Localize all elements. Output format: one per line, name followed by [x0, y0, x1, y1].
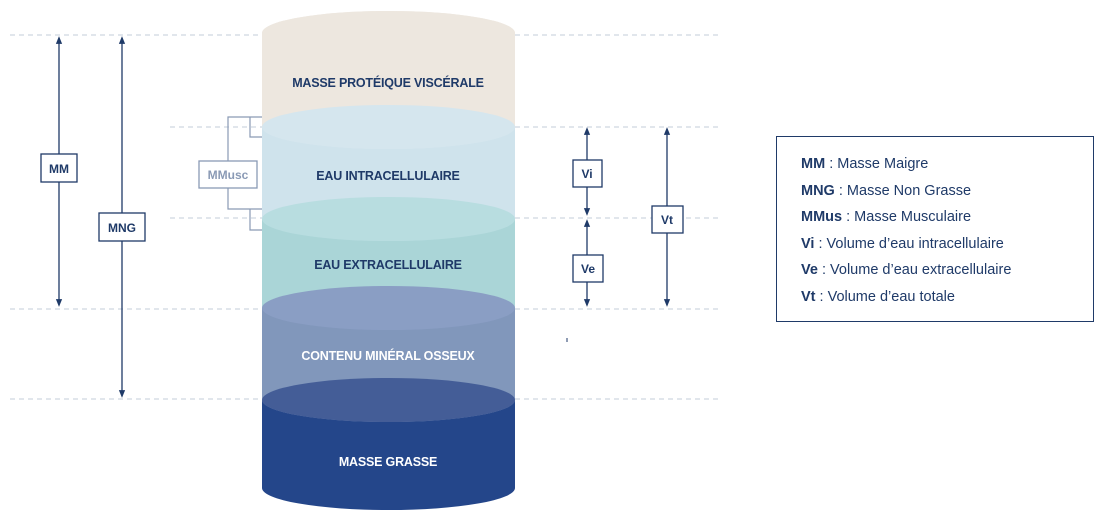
legend-box: MM : Masse Maigre MNG : Masse Non Grasse…	[776, 136, 1094, 322]
legend-item: MNG : Masse Non Grasse	[801, 178, 1093, 205]
ve-label-box	[572, 254, 604, 283]
legend-abbr: MM	[801, 156, 826, 172]
legend-abbr: Vi	[801, 235, 815, 252]
layer-label-bone: CONTENU MINÉRAL OSSEUX	[301, 348, 475, 363]
layer-label-ecw: EAU EXTRACELLULAIRE	[314, 258, 462, 272]
legend-text: : Masse Musculaire	[842, 209, 972, 225]
mng-label: MNG	[108, 221, 136, 235]
legend-item: MM : Masse Maigre	[801, 151, 1093, 178]
legend-text: : Masse Maigre	[825, 156, 929, 172]
layer-bone-ellipse	[262, 286, 515, 330]
mng-label-box	[98, 212, 146, 242]
legend-text: : Volume d’eau extracellulaire	[817, 262, 1012, 278]
legend-text: : Volume d’eau totale	[815, 288, 955, 305]
vt-dimension: Vt	[651, 127, 684, 307]
legend-item: Vi : Volume d’eau intracellulaire	[801, 231, 1093, 258]
layer-icw-ellipse	[262, 105, 515, 149]
layer-fat	[262, 400, 515, 510]
mm-label-box	[40, 153, 78, 183]
legend-abbr: Ve	[801, 262, 818, 278]
vt-label-box	[651, 205, 684, 234]
legend-item: Ve : Volume d’eau extracellulaire	[801, 257, 1093, 284]
vi-label-box	[572, 159, 603, 188]
mm-dimension: MM	[40, 36, 78, 307]
legend-text: : Masse Non Grasse	[834, 182, 972, 199]
layer-label-fat: MASSE GRASSE	[339, 455, 437, 469]
mmusc-label-box	[198, 160, 258, 189]
ve-dimension: Ve	[572, 219, 604, 307]
ve-label: Ve	[581, 262, 595, 276]
legend-abbr: MMus	[801, 209, 843, 225]
legend-text: : Volume d’eau intracellulaire	[814, 235, 1004, 252]
cylinder	[262, 11, 515, 510]
legend-item: MMus : Masse Musculaire	[801, 204, 1093, 231]
layer-label-icw: EAU INTRACELLULAIRE	[316, 169, 459, 183]
legend-abbr: MNG	[801, 182, 835, 199]
layer-ecw-ellipse	[262, 197, 515, 241]
mng-dimension: MNG	[98, 36, 146, 398]
vt-label: Vt	[661, 213, 673, 227]
legend-abbr: Vt	[801, 288, 816, 305]
layer-fat-ellipse	[262, 378, 515, 422]
layer-label-visceral: MASSE PROTÉIQUE VISCÉRALE	[292, 75, 484, 90]
mmusc-label: MMusc	[208, 168, 249, 182]
guide-lines	[10, 34, 722, 400]
vi-dimension: Vi	[572, 127, 603, 216]
vi-label: Vi	[581, 167, 592, 181]
mm-label: MM	[49, 162, 69, 176]
legend-item: Vt : Volume d’eau totale	[801, 284, 1093, 311]
mmusc-dimension: MMusc	[198, 116, 262, 231]
